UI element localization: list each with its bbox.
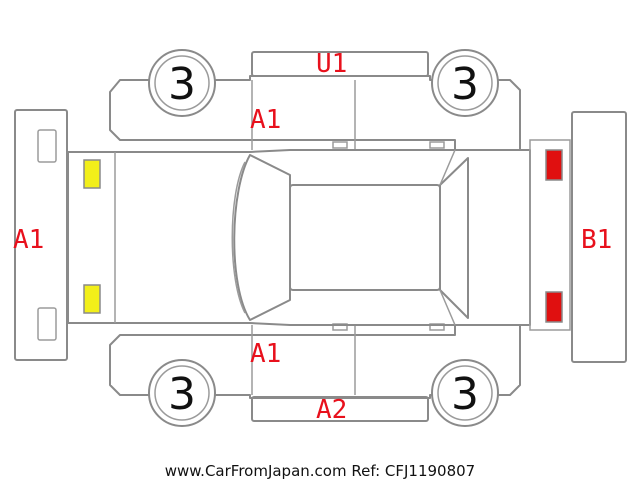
damage-code-rear-bumper: B1 bbox=[581, 225, 612, 255]
svg-text:3: 3 bbox=[168, 59, 196, 110]
front-lamps bbox=[83, 159, 101, 314]
rear-bumper bbox=[571, 111, 627, 363]
car-side-view-upper bbox=[109, 75, 521, 151]
damage-code-right-door: A1 bbox=[250, 339, 281, 369]
damage-code-front-bumper: A1 bbox=[13, 225, 44, 255]
tire-rear-left: 3 bbox=[431, 49, 499, 117]
tire-front-left: 3 bbox=[148, 49, 216, 117]
damage-code-lower-sill: A2 bbox=[316, 395, 347, 425]
rear-lamps bbox=[545, 149, 563, 323]
front-lamp-upper bbox=[83, 159, 101, 189]
rear-lamp-upper bbox=[545, 149, 563, 181]
car-top-view bbox=[67, 139, 571, 331]
rear-lamp-lower bbox=[545, 291, 563, 323]
svg-text:3: 3 bbox=[451, 59, 479, 110]
front-lamp-lower bbox=[83, 284, 101, 314]
footer-reference: www.CarFromJapan.com Ref: CFJ1190807 bbox=[165, 462, 475, 480]
damage-code-roof-side: U1 bbox=[316, 49, 347, 79]
tire-front-right: 3 bbox=[148, 359, 216, 427]
damage-code-left-door: A1 bbox=[250, 105, 281, 135]
svg-text:3: 3 bbox=[168, 369, 196, 420]
svg-text:3: 3 bbox=[451, 369, 479, 420]
tire-rear-right: 3 bbox=[431, 359, 499, 427]
